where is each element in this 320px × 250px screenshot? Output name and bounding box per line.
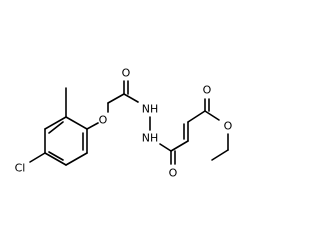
- bond: [211, 149, 229, 161]
- bond: [187, 110, 206, 123]
- bond: [107, 93, 125, 104]
- chemical-structure-diagram: Cl O O NH NH O O O: [15, 67, 233, 180]
- bond: [65, 152, 88, 166]
- bond: [86, 122, 99, 130]
- amide-oxygen-1-label: O: [122, 67, 131, 80]
- bond: [48, 121, 64, 134]
- hydrazide-nh-1-label: NH: [142, 103, 159, 116]
- bond: [48, 151, 64, 161]
- benzene-ring: [44, 116, 88, 166]
- chlorine-atom-label: Cl: [15, 162, 26, 175]
- ester-oxygen-label: O: [224, 120, 233, 133]
- bond: [44, 116, 67, 130]
- bond: [44, 152, 67, 166]
- bond: [204, 110, 220, 121]
- amide-oxygen-2-label: O: [169, 167, 178, 180]
- hydrazide-nh-2-label: NH: [142, 132, 159, 145]
- bond: [65, 116, 88, 130]
- ester-carbonyl-oxygen-label: O: [203, 84, 212, 97]
- bond: [159, 143, 172, 152]
- ether-oxygen-label: O: [99, 114, 108, 127]
- bond: [123, 93, 139, 103]
- bond: [170, 140, 189, 152]
- bond: [29, 152, 46, 163]
